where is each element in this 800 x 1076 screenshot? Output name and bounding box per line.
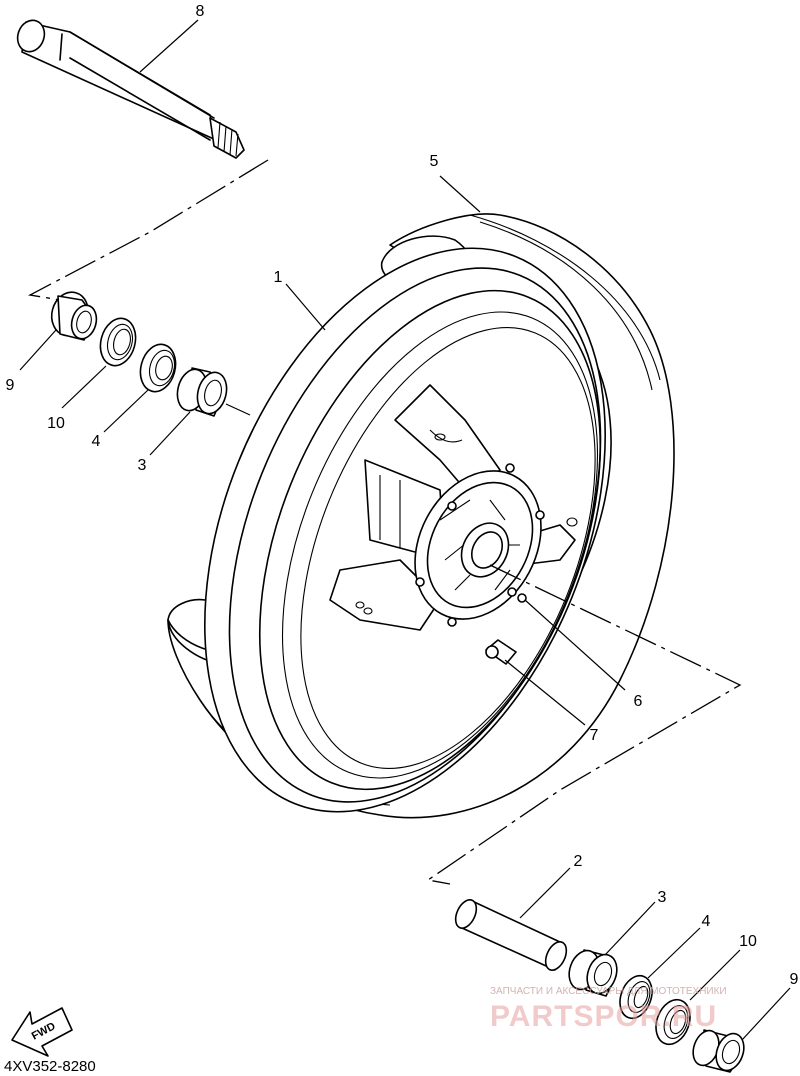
seal-right-part xyxy=(655,998,691,1046)
callout-collar-left: 9 xyxy=(6,377,15,394)
callout-bearing-left: 3 xyxy=(138,457,147,474)
callout-valve: 7 xyxy=(590,727,599,744)
axle-axis-line xyxy=(27,159,269,301)
collar-left-part xyxy=(50,291,98,341)
callout-seal-left: 10 xyxy=(47,415,65,432)
callout-bearing-right: 3 xyxy=(658,889,667,906)
axle-part xyxy=(16,19,245,159)
wheel-rim-part xyxy=(204,247,606,813)
leader-lines xyxy=(19,19,791,1041)
callouts: 8 5 1 9 10 4 3 6 7 2 3 4 10 9 xyxy=(6,3,799,988)
watermark-tagline: ЗАПЧАСТИ И АКСЕССУАРЫ ДЛЯ МОТОТЕХНИКИ xyxy=(490,986,727,997)
callout-wheel: 1 xyxy=(274,269,283,286)
watermark: ЗАПЧАСТИ И АКСЕССУАРЫ ДЛЯ МОТОТЕХНИКИ PA… xyxy=(490,986,727,1033)
collar-right-part xyxy=(692,1029,745,1073)
callout-spacer: 2 xyxy=(574,853,583,870)
callout-collar-right: 9 xyxy=(790,971,799,988)
fwd-arrow-icon: FWD xyxy=(11,1007,73,1057)
diagram-code: 4XV352-8280 xyxy=(4,1058,96,1075)
callout-oil-seal-right: 4 xyxy=(702,913,711,930)
seal-left-part xyxy=(99,317,137,367)
callout-disc-bolt: 6 xyxy=(634,693,643,710)
bearing-left-part xyxy=(176,367,228,417)
oil-seal-left-part xyxy=(139,343,177,393)
callout-oil-seal-left: 4 xyxy=(92,433,101,450)
bearing-right-part xyxy=(568,949,618,997)
hub-axis-line xyxy=(426,564,742,885)
oil-seal-right-part xyxy=(619,974,653,1020)
callout-seal-right: 10 xyxy=(739,933,757,950)
callout-tire: 5 xyxy=(430,153,439,170)
callout-axle: 8 xyxy=(196,3,205,20)
spacer-part xyxy=(454,899,568,971)
watermark-brand: PARTSPOR.RU xyxy=(490,1000,717,1033)
